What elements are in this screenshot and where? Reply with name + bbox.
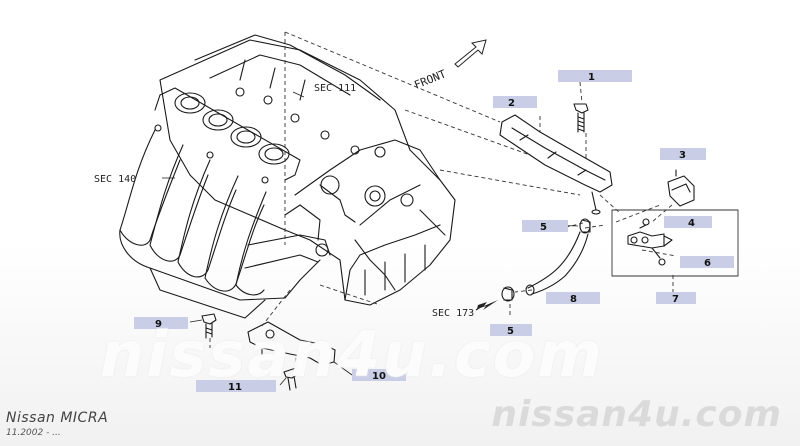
part-10-number: 10 [372, 371, 386, 382]
intake-manifold [119, 129, 331, 319]
part-4-box [664, 216, 712, 228]
part-4-number: 4 [688, 218, 695, 229]
part-5-lower-box [490, 324, 532, 336]
vehicle-model: Nissan MICRA [6, 410, 109, 426]
clamp-5-lower [501, 286, 515, 302]
part-2-box [493, 96, 537, 108]
part-9-box [134, 317, 188, 329]
part-9-number: 9 [155, 319, 162, 330]
footer-watermark: nissan4u.com [491, 394, 782, 435]
part-3-number: 3 [679, 150, 686, 161]
bracket-10 [247, 321, 336, 366]
part-2-number: 2 [508, 98, 515, 109]
part-11-box [196, 380, 276, 392]
part-6-box [680, 256, 734, 268]
bolt-9 [201, 313, 217, 339]
part-6-number: 6 [704, 258, 711, 269]
front-label: FRONT [412, 67, 448, 92]
fuel-hose-8 [525, 231, 589, 296]
clip-3 [667, 169, 695, 207]
part-8-box [546, 292, 600, 304]
part-11-number: 11 [228, 382, 242, 393]
part-10-box [352, 369, 406, 381]
part-7-number: 7 [672, 294, 679, 305]
part-1-box [558, 70, 632, 82]
clamp-5-upper [579, 218, 591, 234]
part-7-box [656, 292, 696, 304]
engine-head [159, 34, 456, 306]
fuel-rail [499, 114, 613, 215]
model-date-range: 11.2002 - ... [6, 428, 61, 438]
front-arrow-icon [454, 39, 487, 68]
sec140-label: SEC 140 [94, 174, 136, 185]
part-5-lower-number: 5 [507, 326, 514, 337]
part-5-upper-box [522, 220, 568, 232]
leader-lines [209, 31, 677, 372]
part-labels: 1 2 3 4 5 6 7 8 5 9 10 11 [134, 70, 734, 393]
sec173-arrow-icon [475, 300, 498, 311]
bolt-1 [573, 103, 589, 133]
part-8-number: 8 [570, 294, 577, 305]
intake-ports [154, 87, 301, 184]
part-5-upper-number: 5 [540, 222, 547, 233]
part-1-number: 1 [588, 72, 595, 83]
solid-leaders [162, 91, 579, 386]
sec111-label: SEC 111 [314, 83, 356, 94]
injector-assembly [611, 209, 739, 277]
center-watermark: nissan4u.com [100, 318, 604, 391]
part-3-box [660, 148, 706, 160]
sec173-label: SEC 173 [432, 308, 474, 319]
bolt-11 [283, 367, 299, 391]
